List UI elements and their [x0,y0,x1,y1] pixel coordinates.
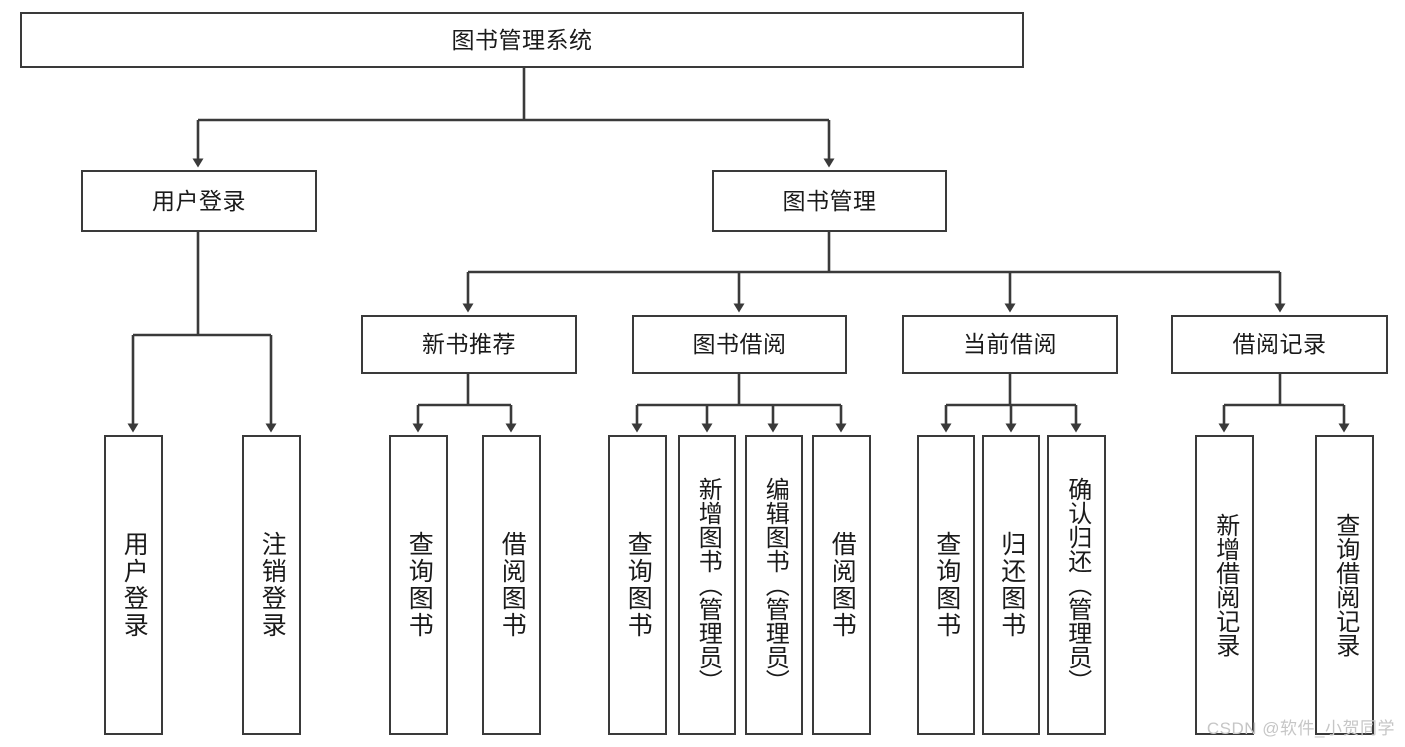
node-leaf-borrow-book-1-label: 借阅图书 [498,531,527,639]
node-user-login[interactable]: 用户登录 [81,170,317,232]
node-leaf-query-book-2[interactable]: 查询图书 [608,435,667,735]
watermark-text: CSDN @软件_小贺同学 [1206,719,1395,738]
node-current-borrow-label: 当前借阅 [963,331,1057,358]
node-leaf-edit-book[interactable]: 编辑图书（管理员） [745,435,803,735]
node-borrow-record[interactable]: 借阅记录 [1171,315,1388,374]
node-leaf-query-book-2-label: 查询图书 [624,531,653,639]
node-borrow-record-label: 借阅记录 [1232,331,1327,358]
node-leaf-add-record-label: 新增借阅记录 [1211,513,1239,657]
node-leaf-borrow-book-2[interactable]: 借阅图书 [812,435,871,735]
node-leaf-user-login[interactable]: 用户登录 [104,435,163,735]
node-leaf-add-record[interactable]: 新增借阅记录 [1195,435,1254,735]
node-book-manage-label: 图书管理 [782,187,877,214]
node-leaf-confirm-return-label: 确认归还（管理员） [1063,477,1091,693]
node-leaf-return-book-label: 归还图书 [997,531,1026,639]
node-current-borrow[interactable]: 当前借阅 [902,315,1118,374]
node-leaf-add-book[interactable]: 新增图书（管理员） [678,435,736,735]
node-leaf-query-book-3-label: 查询图书 [932,531,961,639]
node-leaf-query-record[interactable]: 查询借阅记录 [1315,435,1374,735]
node-user-login-label: 用户登录 [152,187,246,214]
node-book-borrow[interactable]: 图书借阅 [632,315,847,374]
node-book-manage[interactable]: 图书管理 [712,170,947,232]
node-leaf-return-book[interactable]: 归还图书 [982,435,1040,735]
node-leaf-user-login-label: 用户登录 [120,531,149,639]
node-root[interactable]: 图书管理系统 [20,12,1024,68]
node-leaf-query-record-label: 查询借阅记录 [1331,513,1359,657]
node-root-label: 图书管理系统 [451,26,593,53]
node-leaf-query-book-3[interactable]: 查询图书 [917,435,975,735]
node-leaf-logout[interactable]: 注销登录 [242,435,301,735]
node-leaf-query-book-1-label: 查询图书 [405,531,434,639]
node-leaf-confirm-return[interactable]: 确认归还（管理员） [1047,435,1106,735]
node-leaf-edit-book-label: 编辑图书（管理员） [761,477,789,693]
node-new-book-recommend-label: 新书推荐 [422,331,516,358]
node-leaf-borrow-book-2-label: 借阅图书 [828,531,857,639]
node-leaf-query-book-1[interactable]: 查询图书 [389,435,448,735]
node-new-book-recommend[interactable]: 新书推荐 [361,315,577,374]
node-leaf-borrow-book-1[interactable]: 借阅图书 [482,435,541,735]
node-leaf-logout-label: 注销登录 [258,531,287,639]
node-leaf-add-book-label: 新增图书（管理员） [694,477,722,693]
node-book-borrow-label: 图书借阅 [692,331,787,358]
